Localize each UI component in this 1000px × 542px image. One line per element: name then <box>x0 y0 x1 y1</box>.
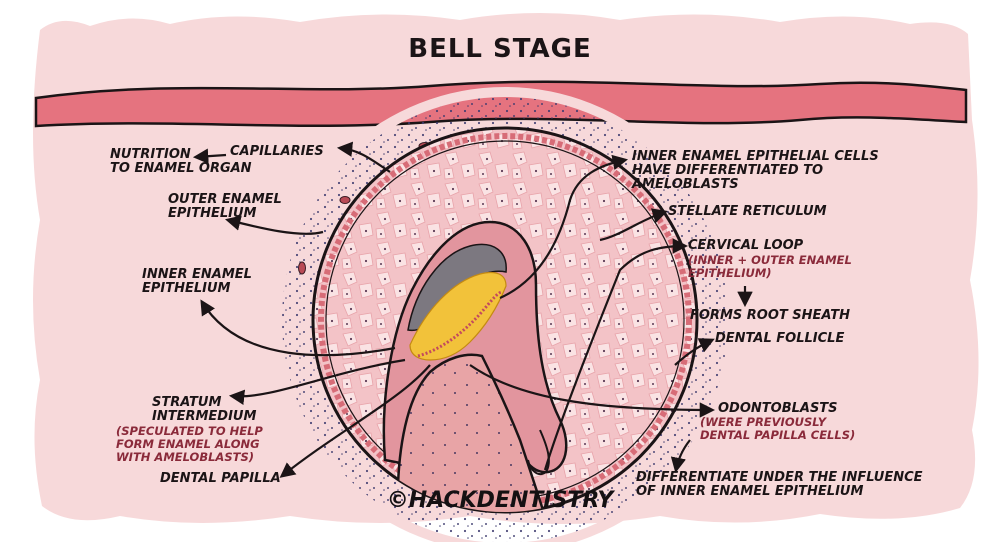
enamel <box>409 271 507 361</box>
dental-papilla <box>396 353 548 512</box>
odontoblast-layer <box>417 290 503 358</box>
label-stratum-intermedium: STRATUM INTERMEDIUM <box>152 395 257 424</box>
label-capillaries: CAPILLARIES <box>230 144 324 159</box>
label-inner-enamel-epithelium: INNER ENAMEL EPITHELIUM <box>142 267 252 296</box>
leader-arrows <box>192 141 753 478</box>
label-nutrition: NUTRITION TO ENAMEL ORGAN <box>110 147 252 176</box>
note-cervical-loop: (INNER + OUTER ENAMEL EPITHELIUM) <box>688 253 852 280</box>
label-inner-enamel-cells: INNER ENAMEL EPITHELIAL CELLS HAVE DIFFE… <box>632 149 879 192</box>
label-dental-follicle: DENTAL FOLLICLE <box>715 331 845 346</box>
label-root-sheath: FORMS ROOT SHEATH <box>690 308 850 323</box>
label-dental-papilla: DENTAL PAPILLA <box>160 471 281 486</box>
label-cervical-loop: CERVICAL LOOP <box>688 238 804 253</box>
label-differentiate: DIFFERENTIATE UNDER THE INFLUENCE OF INN… <box>636 470 923 499</box>
label-outer-enamel-epithelium: OUTER ENAMEL EPITHELIUM <box>168 192 282 221</box>
diagram-title: BELL STAGE <box>408 34 592 64</box>
credit-watermark: ©HACKDENTISTRY <box>386 488 614 513</box>
note-odontoblasts: (WERE PREVIOUSLY DENTAL PAPILLA CELLS) <box>700 415 856 442</box>
label-odontoblasts: ODONTOBLASTS <box>718 401 838 416</box>
cervical-loop <box>527 429 550 476</box>
note-stratum-intermedium: (SPECULATED TO HELP FORM ENAMEL ALONG WI… <box>116 424 263 464</box>
label-stellate-reticulum: STELLATE RETICULUM <box>668 204 827 219</box>
